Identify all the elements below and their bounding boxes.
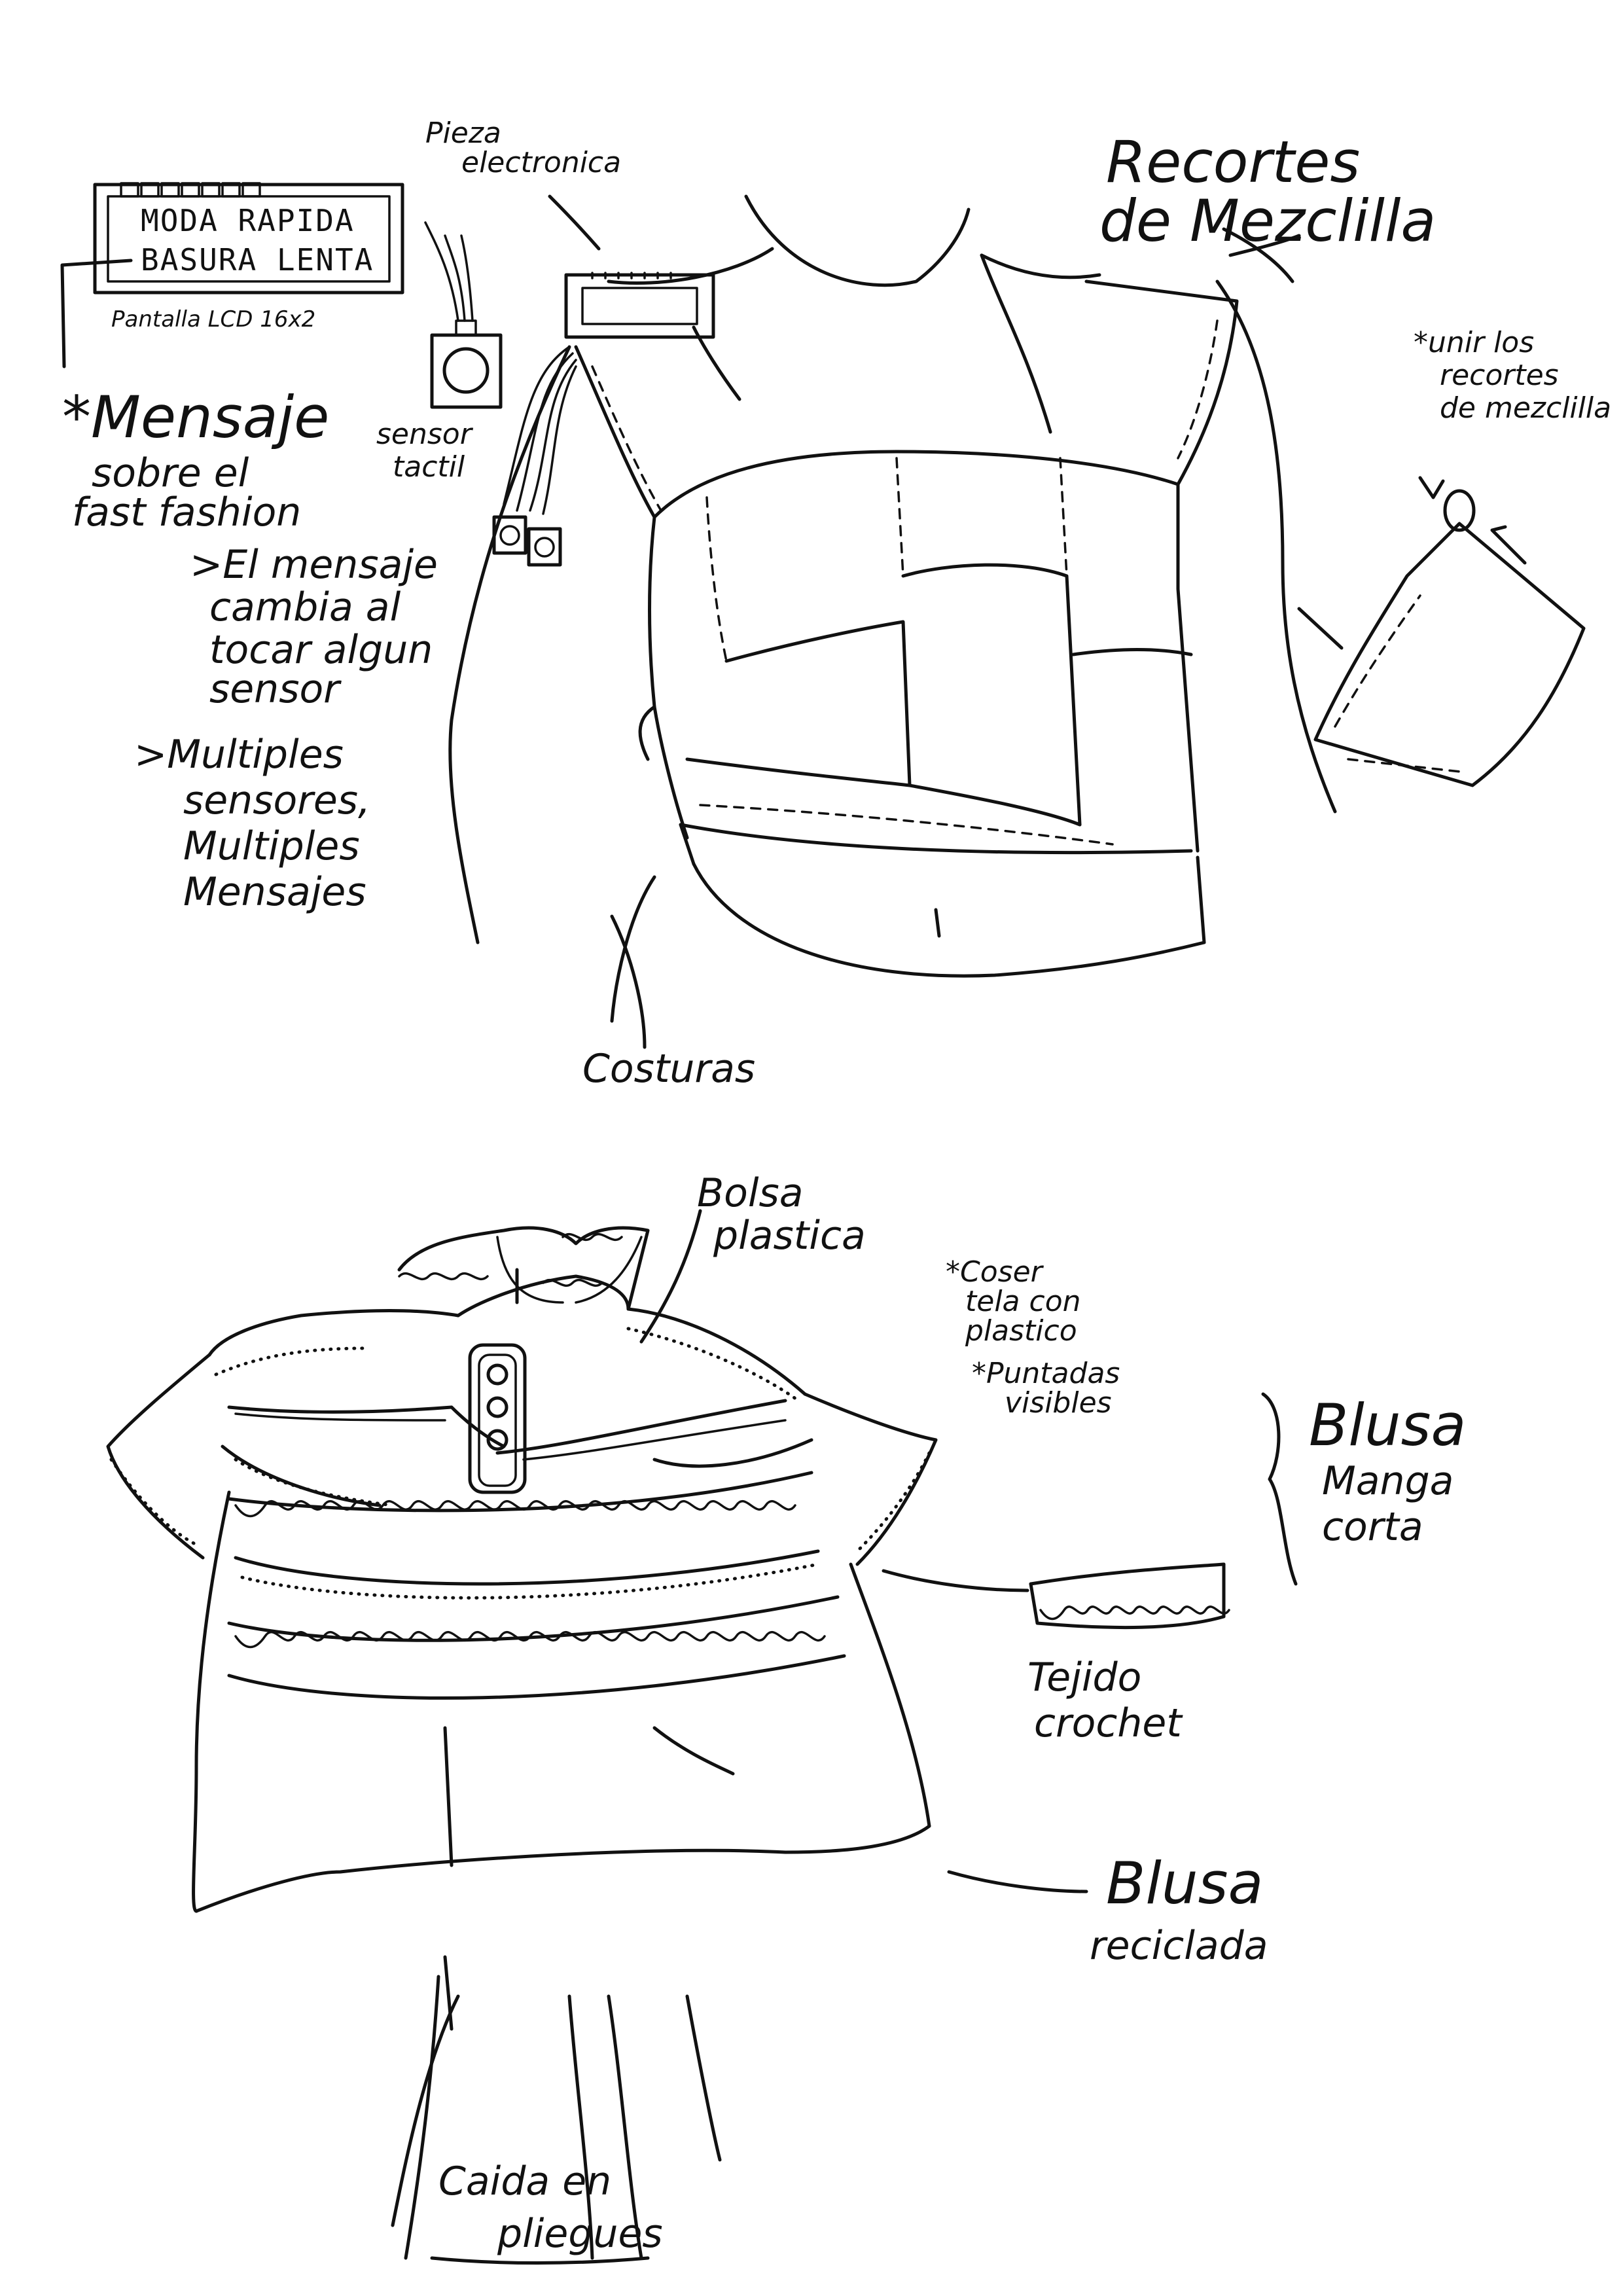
reciclada-label-2: reciclada — [1090, 1924, 1268, 1967]
reciclada-label-1: Blusa — [1106, 1852, 1263, 1916]
puntadas-label-1: *Puntadas — [972, 1358, 1120, 1390]
multiples-label-3: Multiples — [183, 825, 360, 868]
recortes-label-1: Recortes — [1106, 131, 1360, 194]
lcd-line-1: MODA RAPIDA — [141, 203, 355, 238]
cambia-label-2: cambia al — [209, 586, 401, 629]
cambia-label-1: >El mensaje — [190, 543, 438, 586]
lcd-caption: Pantalla LCD 16x2 — [111, 308, 315, 332]
unir-label-2: recortes — [1440, 360, 1559, 391]
touch-sensor-drawing — [425, 223, 501, 407]
sensor-label-2: tactil — [393, 452, 465, 483]
manga-label-1: Blusa — [1309, 1394, 1466, 1458]
bolsa-label-1: Bolsa — [697, 1172, 804, 1215]
bolsa-label-2: plastica — [713, 1214, 866, 1257]
sensor-label-1: sensor — [376, 419, 472, 450]
pieza-label-2: electronica — [461, 147, 621, 179]
pieza-label-1: Pieza — [425, 118, 501, 149]
manga-label-2: Manga — [1322, 1460, 1454, 1503]
multiples-label-1: >Multiples — [134, 733, 344, 776]
mensaje-label-2: sobre el — [92, 452, 249, 495]
mensaje-label-3: fast fashion — [72, 491, 301, 534]
unir-label-1: *unir los — [1414, 327, 1534, 359]
crochet-sample-drawing — [1031, 1564, 1229, 1628]
cambia-label-3: tocar algun — [209, 628, 433, 672]
coser-label-2: tela con — [965, 1286, 1081, 1318]
caida-label-2: pliegues — [497, 2212, 663, 2255]
multiples-label-2: sensores, — [183, 779, 370, 822]
tejido-label-1: Tejido — [1027, 1656, 1141, 1699]
cambia-label-4: sensor — [209, 668, 340, 711]
lcd-line-2: BASURA LENTA — [141, 242, 374, 278]
costuras-label: Costuras — [582, 1047, 755, 1090]
manga-brace — [1263, 1394, 1296, 1584]
caida-label-1: Caida en — [438, 2160, 611, 2203]
blouse-drawing — [108, 1228, 936, 2263]
multiples-label-4: Mensajes — [183, 870, 366, 914]
unir-label-3: de mezclilla — [1440, 393, 1611, 424]
electronic-piece-drawing — [550, 196, 713, 337]
mensaje-label-1: *Mensaje — [62, 386, 329, 450]
reciclada-leader — [949, 1872, 1086, 1892]
manga-label-3: corta — [1322, 1505, 1423, 1549]
bolsa-leader — [641, 1211, 700, 1342]
recortes-label-2: de Mezclilla — [1099, 190, 1436, 253]
cables-drawing — [494, 347, 576, 565]
tejido-leader — [883, 1571, 1027, 1590]
coser-label-1: *Coser — [946, 1257, 1043, 1288]
tejido-label-2: crochet — [1034, 1702, 1182, 1745]
puntadas-label-2: visibles — [1005, 1388, 1112, 1419]
coser-label-3: plastico — [965, 1316, 1077, 1347]
